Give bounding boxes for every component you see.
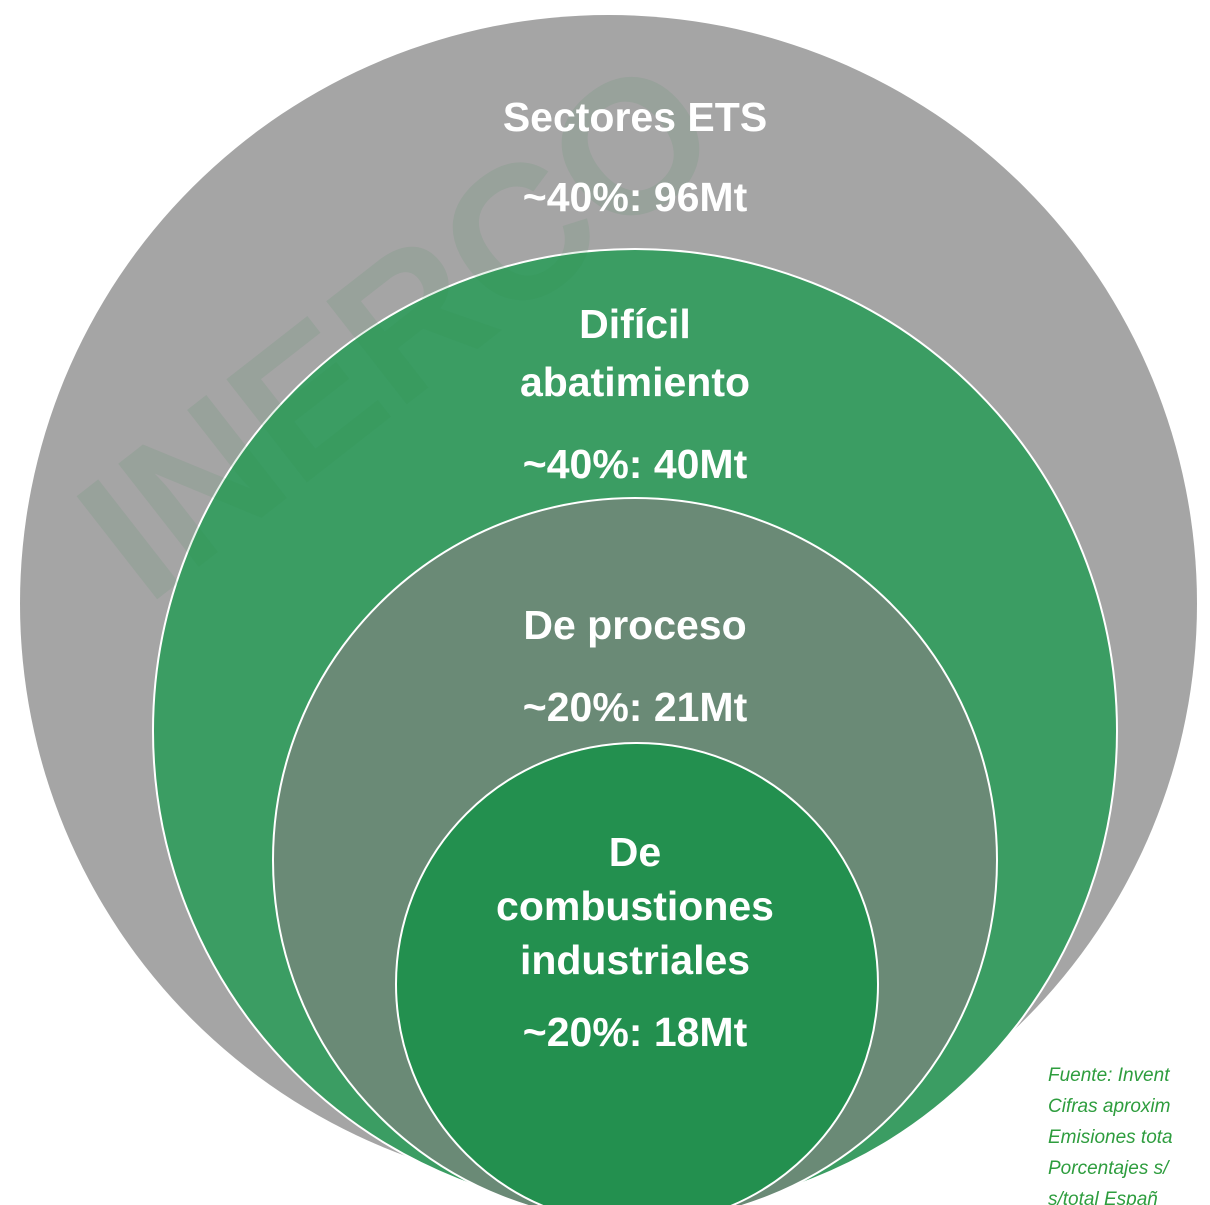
sectores-ets-value: ~40%: 96Mt — [522, 174, 748, 220]
combustiones-title-line-2: combustiones — [496, 883, 774, 929]
source-line: s/total Españ — [1048, 1189, 1158, 1205]
de-proceso-value: ~20%: 21Mt — [522, 684, 748, 730]
combustiones-title-line-1: De — [608, 829, 662, 875]
source-line: Porcentajes s/ — [1048, 1158, 1169, 1179]
source-line: Cifras aproxim — [1048, 1096, 1171, 1117]
source-note: Fuente: Invent Cifras aproxim Emisiones … — [1048, 1060, 1173, 1205]
dificil-value: ~40%: 40Mt — [522, 441, 748, 487]
source-line: Fuente: Invent — [1048, 1065, 1170, 1086]
dificil-title-line-2: abatimiento — [519, 359, 751, 405]
combustiones-value: ~20%: 18Mt — [522, 1009, 748, 1055]
de-proceso-title: De proceso — [523, 602, 747, 648]
combustiones-industriales-circle — [395, 742, 879, 1205]
source-line: Emisiones tota — [1048, 1127, 1173, 1148]
sectores-ets-title: Sectores ETS — [502, 94, 768, 140]
combustiones-title-line-3: industriales — [519, 937, 751, 983]
dificil-title-line-1: Difícil — [579, 301, 691, 347]
